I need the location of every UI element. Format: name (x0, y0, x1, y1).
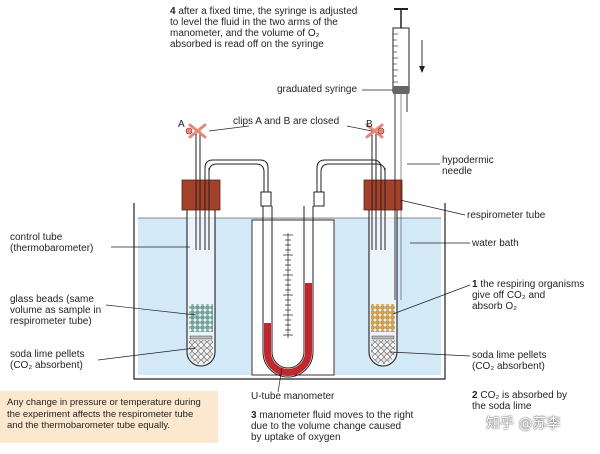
step3-text: manometer fluid moves to the right due t… (251, 410, 414, 443)
bung-right (363, 179, 403, 211)
glass-beads-label: glass beads (same volume as sample in re… (10, 294, 102, 327)
clips-closed-label: clips A and B are closed (233, 116, 340, 127)
glass-beads (189, 304, 213, 332)
clip-a (185, 123, 207, 139)
step1-annotation: 1 the respiring organisms give off CO₂ a… (472, 279, 597, 312)
step2-text: CO₂ is absorbed by the soda lime (472, 390, 568, 412)
note-box: Any change in pressure or temperature du… (0, 391, 218, 443)
clip-a-label: A (178, 119, 185, 130)
soda-lime-left (189, 340, 213, 364)
manometer-scale (283, 233, 293, 338)
respirometer-tube (363, 130, 403, 367)
respiring-organisms (371, 304, 395, 332)
utube-manometer (251, 206, 335, 378)
step3-annotation: 3 manometer fluid moves to the right due… (251, 410, 451, 443)
control-tube-label: control tube (thermobarometer) (10, 232, 94, 254)
step2-annotation: 2 CO₂ is absorbed by the soda lime (472, 390, 597, 412)
step4-number: 4 (170, 6, 176, 17)
step1-number: 1 (472, 279, 478, 290)
step2-number: 2 (472, 390, 478, 401)
watermark: 知乎 @苏李 (486, 416, 561, 432)
soda-lime-left-label: soda lime pellets (CO₂ absorbent) (10, 349, 85, 371)
graduated-syringe (392, 8, 425, 300)
soda-lime-right (371, 340, 395, 364)
water-bath-label: water bath (472, 238, 519, 249)
control-tube (181, 130, 221, 367)
step3-number: 3 (251, 410, 257, 421)
clip-b (365, 123, 385, 139)
step4-text: after a fixed time, the syringe is adjus… (170, 6, 358, 50)
hypodermic-needle-label: hypodermic needle (442, 155, 494, 177)
soda-lime-right-label: soda lime pellets (CO₂ absorbent) (472, 350, 547, 372)
gauze-left (189, 335, 213, 340)
clip-b-label: B (366, 119, 373, 130)
utube-manometer-label: U-tube manometer (251, 391, 335, 402)
respirometer-tube-label: respirometer tube (467, 210, 546, 221)
gauze-right (371, 335, 395, 340)
graduated-syringe-label: graduated syringe (277, 84, 358, 95)
leader-lines (97, 89, 471, 393)
step1-text: the respiring organisms give off CO₂ and… (472, 279, 585, 312)
connecting-tubing (204, 159, 386, 207)
step4-annotation: 4 after a fixed time, the syringe is adj… (170, 6, 380, 50)
bung-left (181, 179, 221, 211)
